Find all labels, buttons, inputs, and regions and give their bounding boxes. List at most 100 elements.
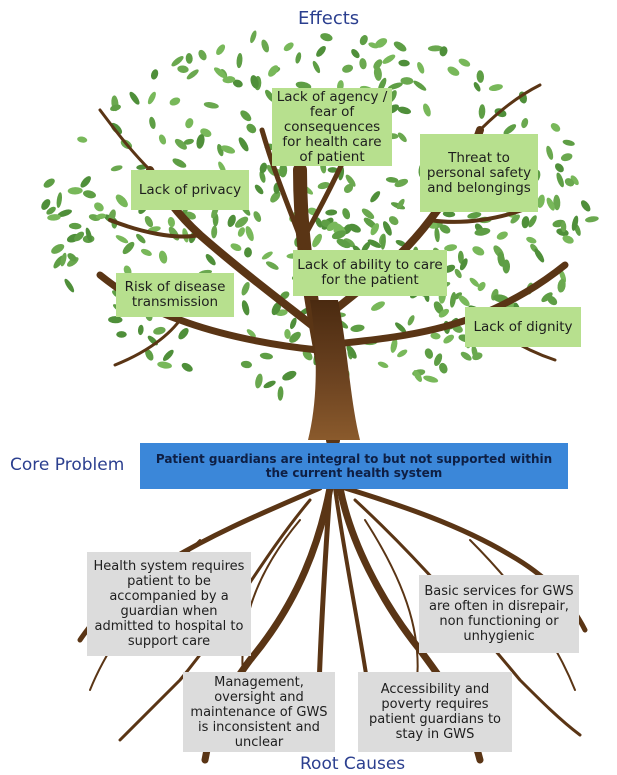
effects-heading: Effects bbox=[298, 8, 360, 29]
leaf bbox=[227, 214, 236, 228]
leaf bbox=[528, 215, 537, 228]
leaf bbox=[237, 227, 245, 237]
leaf bbox=[560, 153, 573, 162]
leaf bbox=[211, 225, 218, 239]
leaf bbox=[370, 223, 380, 236]
leaf bbox=[140, 248, 152, 256]
leaf bbox=[444, 244, 458, 252]
leaf bbox=[380, 234, 386, 250]
leaf bbox=[375, 38, 388, 48]
leaf bbox=[469, 277, 480, 287]
leaf bbox=[250, 30, 257, 44]
leaf bbox=[564, 178, 575, 187]
leaf bbox=[439, 46, 448, 57]
leaf bbox=[312, 60, 321, 74]
leaf bbox=[387, 82, 403, 90]
leaf bbox=[472, 352, 483, 361]
root-causes-heading: Root Causes bbox=[300, 754, 406, 774]
leaf bbox=[172, 158, 187, 168]
leaf bbox=[460, 351, 472, 361]
leaf bbox=[167, 216, 175, 228]
effect-threat-to-safety: Threat to personal safety and belongings bbox=[420, 134, 538, 212]
leaf bbox=[361, 208, 375, 220]
leaf bbox=[396, 198, 405, 210]
leaf bbox=[279, 163, 288, 178]
leaf bbox=[496, 231, 508, 240]
root-cause-guardian-required: Health system requires patient to be acc… bbox=[87, 552, 251, 656]
leaf bbox=[370, 191, 381, 203]
leaf bbox=[85, 227, 92, 242]
leaf bbox=[94, 202, 104, 212]
leaf bbox=[259, 162, 268, 174]
leaf bbox=[371, 301, 385, 311]
leaf bbox=[327, 167, 338, 173]
leaf bbox=[178, 328, 189, 340]
leaf bbox=[315, 217, 323, 228]
leaf bbox=[320, 33, 333, 42]
leaf bbox=[282, 370, 297, 381]
leaf bbox=[240, 110, 252, 122]
leaf bbox=[326, 221, 338, 232]
leaf bbox=[316, 46, 326, 57]
root-cause-management: Management, oversight and maintenance of… bbox=[183, 672, 335, 752]
trunk bbox=[308, 300, 360, 440]
leaf bbox=[41, 199, 51, 210]
leaf bbox=[447, 66, 460, 76]
leaf bbox=[221, 145, 236, 154]
leaf bbox=[458, 58, 471, 67]
leaf bbox=[336, 238, 351, 249]
leaf bbox=[478, 104, 486, 119]
leaf bbox=[417, 61, 425, 74]
leaf bbox=[434, 227, 440, 243]
leaf bbox=[230, 243, 242, 252]
leaf bbox=[238, 137, 249, 152]
leaf bbox=[541, 292, 553, 303]
root-cause-basic-services: Basic services for GWS are often in disr… bbox=[419, 575, 579, 653]
leaf bbox=[550, 123, 561, 132]
leaf bbox=[359, 58, 367, 70]
leaf bbox=[342, 64, 354, 73]
leaf bbox=[83, 190, 96, 199]
leaf bbox=[467, 212, 482, 219]
leaf bbox=[439, 362, 448, 374]
leaf bbox=[510, 214, 520, 224]
leaf bbox=[216, 44, 226, 56]
leaf bbox=[110, 104, 121, 112]
leaf bbox=[454, 268, 462, 279]
effect-risk-of-disease: Risk of disease transmission bbox=[116, 273, 234, 317]
leaf bbox=[557, 278, 566, 293]
leaf bbox=[289, 331, 301, 343]
leaf bbox=[361, 241, 371, 253]
leaf bbox=[205, 254, 216, 266]
leaf bbox=[168, 226, 180, 241]
leaf bbox=[472, 246, 485, 256]
leaf bbox=[388, 216, 399, 226]
leaf bbox=[259, 352, 273, 360]
leaf bbox=[289, 317, 297, 330]
leaf bbox=[521, 118, 529, 129]
leaf bbox=[177, 65, 189, 73]
leaf bbox=[350, 324, 365, 332]
leaf bbox=[150, 69, 159, 80]
leaf bbox=[203, 102, 219, 109]
leaf bbox=[395, 322, 407, 333]
leaf bbox=[137, 324, 144, 336]
leaf bbox=[521, 216, 530, 229]
leaf bbox=[400, 77, 414, 85]
leaf bbox=[427, 45, 443, 52]
leaf bbox=[162, 349, 174, 362]
leaf bbox=[556, 172, 564, 188]
leaf bbox=[136, 233, 146, 244]
leaf bbox=[67, 187, 83, 195]
leaf bbox=[183, 138, 194, 145]
leaf bbox=[277, 386, 284, 401]
leaf bbox=[474, 227, 491, 236]
leaf bbox=[67, 253, 77, 262]
leaf bbox=[149, 116, 156, 129]
leaf bbox=[393, 41, 407, 52]
leaf bbox=[434, 353, 443, 367]
leaf bbox=[397, 132, 407, 143]
leaf bbox=[342, 208, 351, 220]
leaf bbox=[261, 39, 270, 53]
leaf bbox=[449, 291, 457, 308]
